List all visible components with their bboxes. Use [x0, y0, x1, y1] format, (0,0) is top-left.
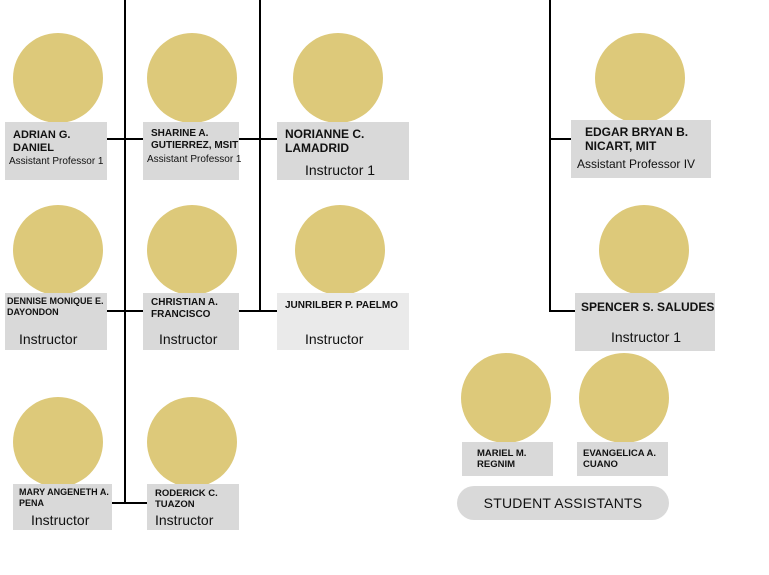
- member-card-norianne[interactable]: NORIANNE C. LAMADRID Instructor 1: [277, 122, 409, 180]
- member-name: EVANGELICA A. CUANO: [583, 448, 657, 471]
- member-name: NORIANNE C. LAMADRID: [285, 127, 365, 156]
- avatar-sharine: [147, 33, 237, 123]
- avatar-roderick: [147, 397, 237, 487]
- member-name: RODERICK C. TUAZON: [155, 488, 218, 511]
- avatar-junrilber: [295, 205, 385, 295]
- member-name: SPENCER S. SALUDES: [581, 300, 715, 314]
- member-title: Instructor: [31, 512, 90, 528]
- member-card-roderick[interactable]: RODERICK C. TUAZON Instructor: [147, 484, 239, 530]
- avatar-mariel: [461, 353, 551, 443]
- avatar-mary: [13, 397, 103, 487]
- avatar-norianne: [293, 33, 383, 123]
- member-title: Instructor 1: [611, 329, 682, 345]
- avatar-spencer: [599, 205, 689, 295]
- avatar-dennise: [13, 205, 103, 295]
- member-name: CHRISTIAN A. FRANCISCO: [151, 297, 218, 320]
- member-name: DENNISE MONIQUE E. DAYONDON: [7, 296, 104, 317]
- member-name: EDGAR BRYAN B. NICART, MIT: [585, 125, 689, 154]
- avatar-edgar: [595, 33, 685, 123]
- member-card-sharine[interactable]: SHARINE A. GUTIERREZ, MSIT Assistant Pro…: [143, 122, 241, 180]
- member-card-junrilber[interactable]: JUNRILBER P. PAELMO Instructor: [277, 293, 409, 350]
- member-card-mary[interactable]: MARY ANGENETH A. PENA Instructor: [13, 484, 112, 530]
- member-name: MARY ANGENETH A. PENA: [19, 487, 109, 508]
- member-title: Instructor: [155, 512, 214, 528]
- student-assistants-label: STUDENT ASSISTANTS: [457, 486, 669, 520]
- avatar-christian: [147, 205, 237, 295]
- member-card-mariel[interactable]: MARIEL M. REGNIM: [462, 442, 553, 476]
- member-title: Assistant Professor IV: [577, 157, 696, 171]
- member-card-adrian[interactable]: ADRIAN G. DANIEL Assistant Professor 1: [5, 122, 107, 180]
- member-card-spencer[interactable]: SPENCER S. SALUDES Instructor 1: [575, 293, 715, 351]
- member-name: SHARINE A. GUTIERREZ, MSIT: [151, 128, 239, 151]
- member-name: JUNRILBER P. PAELMO: [285, 300, 398, 311]
- member-title: Assistant Professor 1: [9, 156, 104, 167]
- avatar-evangelica: [579, 353, 669, 443]
- member-title: Instructor 1: [305, 162, 376, 178]
- member-card-dennise[interactable]: DENNISE MONIQUE E. DAYONDON Instructor: [5, 293, 107, 350]
- member-title: Instructor: [159, 331, 218, 347]
- member-title: Instructor: [19, 331, 78, 347]
- avatar-adrian: [13, 33, 103, 123]
- member-card-edgar[interactable]: EDGAR BRYAN B. NICART, MIT Assistant Pro…: [571, 120, 711, 178]
- member-title: Instructor: [305, 331, 364, 347]
- member-title: Assistant Professor 1: [147, 154, 242, 165]
- member-name: MARIEL M. REGNIM: [477, 448, 527, 471]
- member-name: ADRIAN G. DANIEL: [13, 129, 71, 155]
- member-card-christian[interactable]: CHRISTIAN A. FRANCISCO Instructor: [143, 293, 239, 350]
- member-card-evangelica[interactable]: EVANGELICA A. CUANO: [577, 442, 668, 476]
